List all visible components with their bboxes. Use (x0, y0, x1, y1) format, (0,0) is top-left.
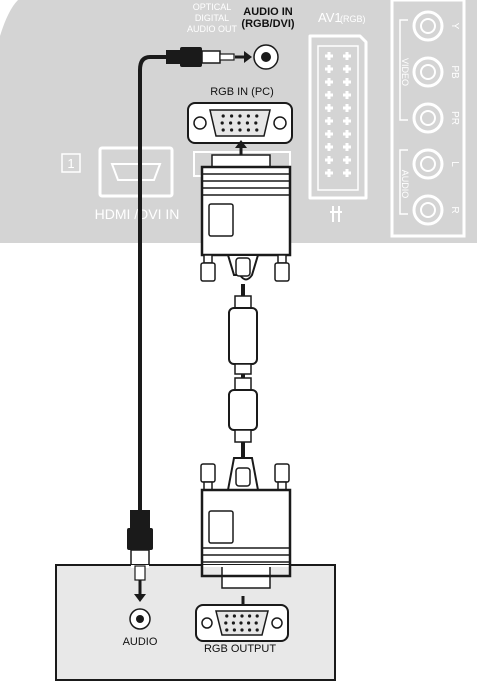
scart-pin (345, 143, 349, 151)
rca-jack-label: PR (449, 111, 460, 125)
scart-pin (327, 78, 331, 86)
pc-rgb-output-port (195, 604, 289, 642)
rca-jack-panel: Y PB PR L R VIDEO AUDIO (390, 0, 466, 238)
rca-jack: Y (412, 10, 460, 42)
vga-pin (239, 621, 243, 625)
hdmi-number: 1 (67, 156, 74, 171)
pc-audio-label: AUDIO (123, 636, 158, 648)
pc-audio-plug-tip (131, 565, 149, 602)
vga-pin (240, 614, 244, 618)
rca-jack-label: R (449, 206, 460, 213)
rca-jack-label: Y (449, 23, 460, 30)
av1-label: AV1 (RGB) (318, 10, 366, 25)
audio-group-label: AUDIO (400, 170, 410, 199)
scart-pin (327, 104, 331, 112)
svg-text:DIGITAL: DIGITAL (195, 13, 229, 23)
rca-jack: L (412, 148, 460, 180)
upper-connector-grip (202, 173, 290, 196)
scart-pin (345, 91, 349, 99)
pc-rgb-output-label: RGB OUTPUT (204, 643, 276, 655)
scart-connector (308, 34, 368, 222)
audio-cable (127, 47, 252, 602)
vga-pin (225, 628, 229, 632)
hdmi-label: HDMI /DVI IN (95, 206, 180, 222)
pc-audio-jack (129, 608, 151, 630)
rgb-in-label: RGB IN (PC) (210, 86, 274, 98)
vga-pin (248, 614, 252, 618)
vga-pin (238, 128, 242, 132)
scart-pin (345, 169, 349, 177)
vga-lower-neck (200, 565, 292, 612)
vga-pin (254, 121, 258, 125)
audio-in-label: AUDIO IN (RGB/DVI) (241, 6, 295, 30)
video-group-label: VIDEO (400, 58, 410, 86)
rgb-out-pins (224, 614, 259, 632)
vga-cable (200, 140, 292, 589)
scart-pin (327, 156, 331, 164)
vga-pin (232, 614, 236, 618)
vga-pin (248, 628, 252, 632)
rgb-in-port (187, 102, 293, 144)
scart-pin (345, 117, 349, 125)
svg-text:(RGB): (RGB) (340, 14, 366, 24)
vga-pin (254, 621, 258, 625)
vga-pin (231, 621, 235, 625)
vga-pin (247, 621, 251, 625)
vga-pin (255, 614, 259, 618)
vga-pin (245, 121, 249, 125)
vga-pin (237, 121, 241, 125)
scart-pin (327, 143, 331, 151)
vga-pin (240, 628, 244, 632)
scart-pin (327, 65, 331, 73)
rgb-in-pins (220, 114, 259, 132)
vga-pin (224, 621, 228, 625)
vga-pin (238, 114, 242, 118)
scart-pin (345, 65, 349, 73)
vga-pin (221, 128, 225, 132)
scart-pin (327, 52, 331, 60)
scart-pin (327, 91, 331, 99)
scart-pins (325, 52, 351, 177)
vga-pin (220, 121, 224, 125)
lower-thumbscrews (200, 463, 290, 491)
scart-pin (345, 52, 349, 60)
scart-pin (345, 78, 349, 86)
vga-pin (232, 628, 236, 632)
vga-pin (225, 614, 229, 618)
vga-pin (230, 114, 234, 118)
vga-pin (255, 628, 259, 632)
rca-jacks: Y PB PR L R (412, 10, 460, 226)
scart-pin (327, 130, 331, 138)
svg-text:OPTICAL: OPTICAL (193, 2, 232, 12)
svg-text:(RGB/DVI): (RGB/DVI) (241, 18, 295, 30)
hdmi-port: 1 HDMI /DVI IN (61, 146, 180, 222)
vga-pin (246, 114, 250, 118)
optical-audio-out-label: OPTICAL DIGITAL AUDIO OUT (187, 2, 238, 34)
rca-jack-label: L (449, 161, 460, 167)
rca-jack-label: PB (449, 65, 460, 79)
vga-pin (221, 114, 225, 118)
vga-pin (255, 128, 259, 132)
upper-thumbscrews (200, 254, 290, 282)
svg-text:AUDIO IN: AUDIO IN (243, 6, 293, 18)
rca-jack: PR (412, 102, 460, 134)
vga-pin (246, 128, 250, 132)
scart-pin (345, 104, 349, 112)
svg-text:AUDIO OUT: AUDIO OUT (187, 24, 238, 34)
rca-jack: R (412, 194, 460, 226)
audio-in-jack (253, 44, 279, 70)
svg-text:AV1: AV1 (318, 10, 342, 25)
scart-pin (345, 130, 349, 138)
vga-pin (255, 114, 259, 118)
rca-jack: PB (412, 56, 460, 88)
vga-pin (230, 128, 234, 132)
scart-pin (327, 117, 331, 125)
scart-pin (345, 156, 349, 164)
scart-pin (327, 169, 331, 177)
vga-pin (229, 121, 233, 125)
